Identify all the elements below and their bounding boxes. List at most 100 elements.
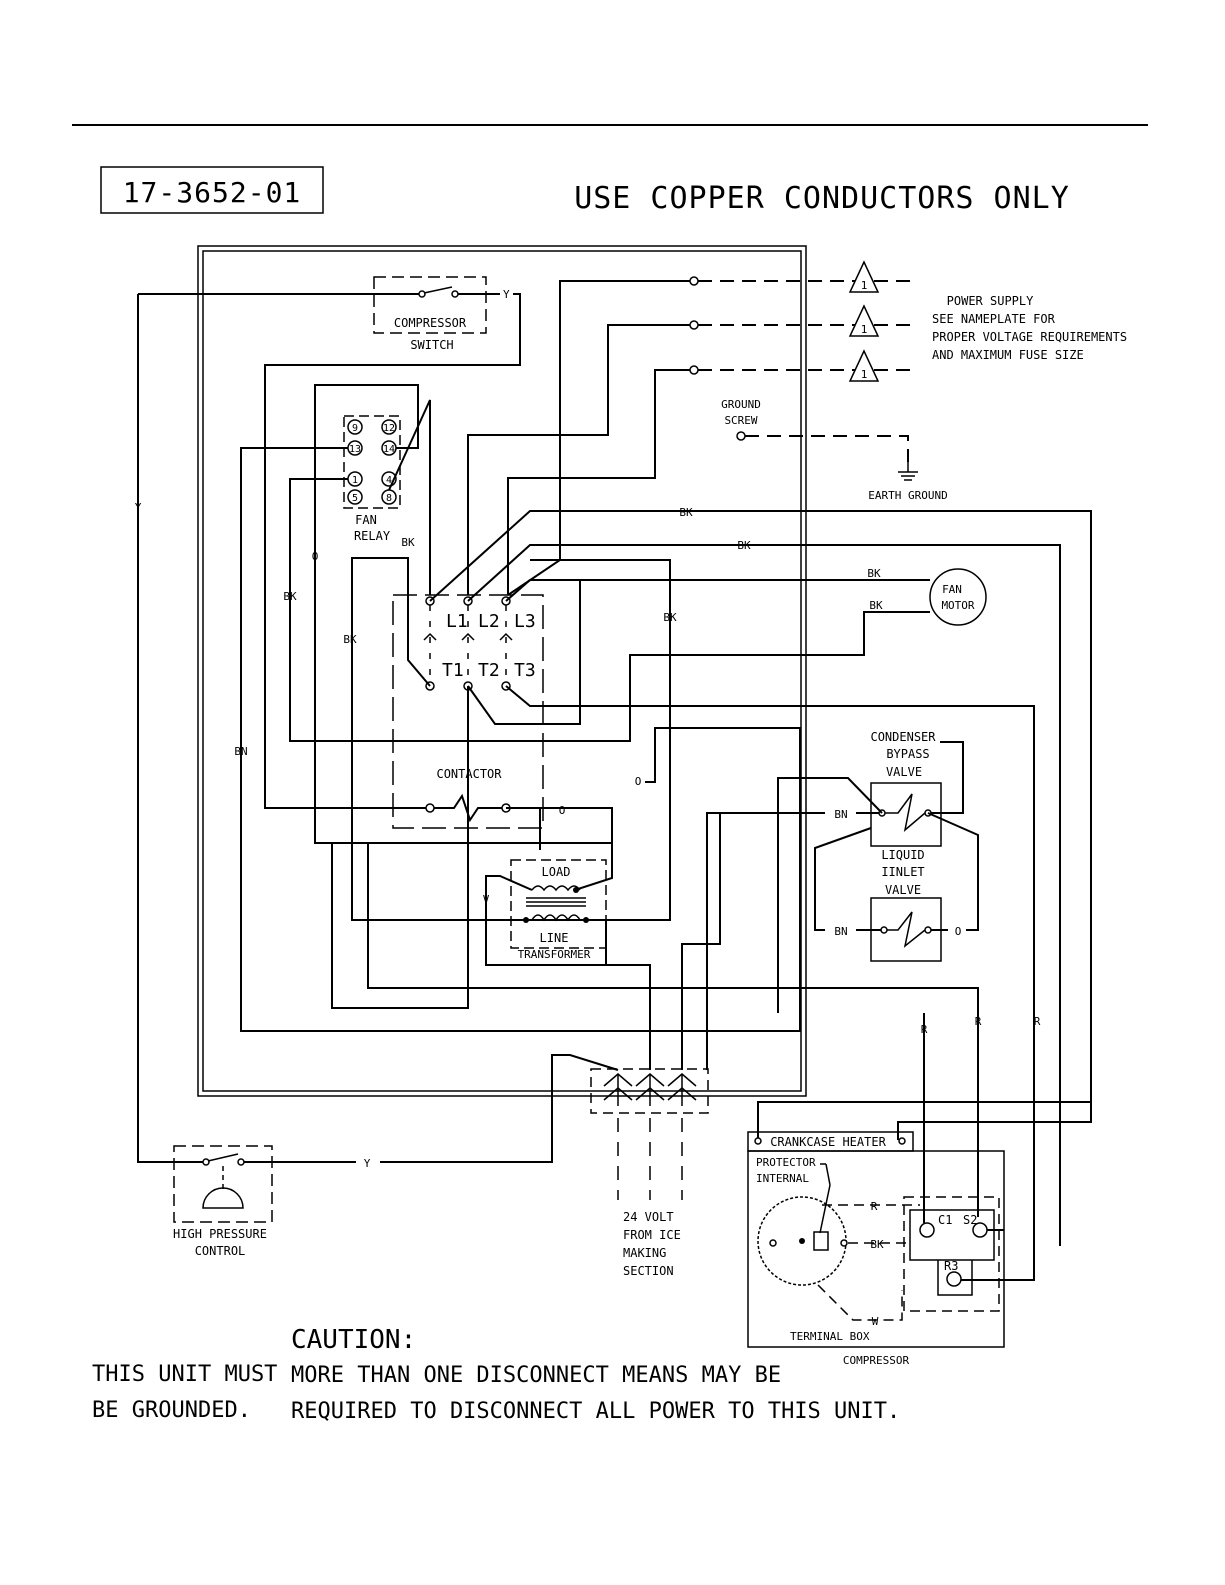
svg-text:BYPASS: BYPASS	[886, 747, 929, 761]
svg-text:1: 1	[861, 323, 868, 336]
svg-text:FROM ICE: FROM ICE	[623, 1228, 681, 1242]
svg-text:CAUTION:: CAUTION:	[291, 1325, 416, 1355]
svg-text:CONTACTOR: CONTACTOR	[436, 767, 502, 781]
grounded-note: THIS UNIT MUST BE GROUNDED.	[92, 1362, 277, 1423]
svg-text:PROPER VOLTAGE REQUIREMENTS: PROPER VOLTAGE REQUIREMENTS	[932, 330, 1127, 344]
svg-text:O: O	[955, 925, 962, 938]
svg-text:O: O	[635, 775, 642, 788]
relay-terminal-12: 12	[381, 419, 397, 435]
svg-text:14: 14	[383, 444, 395, 455]
svg-text:LINE: LINE	[540, 931, 569, 945]
svg-text:24 VOLT: 24 VOLT	[623, 1210, 674, 1224]
svg-text:12: 12	[383, 423, 395, 434]
svg-text:REQUIRED TO DISCONNECT ALL POW: REQUIRED TO DISCONNECT ALL POWER TO THIS…	[291, 1399, 900, 1424]
earth-ground-icon: EARTH GROUND	[868, 462, 948, 502]
power-supply-lines: 1 1 1	[467, 260, 916, 596]
caution-note: CAUTION: MORE THAN ONE DISCONNECT MEANS …	[291, 1325, 900, 1424]
svg-text:LOAD: LOAD	[542, 865, 571, 879]
svg-text:COMPRESSOR: COMPRESSOR	[843, 1354, 910, 1367]
svg-text:Y: Y	[135, 501, 142, 514]
svg-text:L1: L1	[446, 611, 468, 632]
svg-text:T3: T3	[514, 660, 536, 681]
relay-terminal-5: 5	[347, 489, 363, 505]
svg-text:RELAY: RELAY	[354, 529, 391, 543]
supply-marker-1: 1	[848, 260, 880, 293]
svg-text:MORE THAN ONE DISCONNECT MEANS: MORE THAN ONE DISCONNECT MEANS MAY BE	[291, 1363, 781, 1388]
svg-text:R3: R3	[944, 1259, 958, 1273]
svg-text:BK: BK	[867, 567, 881, 580]
svg-text:W: W	[872, 1315, 879, 1328]
svg-text:CRANKCASE HEATER: CRANKCASE HEATER	[770, 1135, 886, 1149]
relay-terminal-1: 1	[347, 471, 363, 487]
fan-relay: 9 12 13 14 1 4 5 8 FAN RELAY	[343, 415, 401, 543]
svg-text:BK: BK	[869, 599, 883, 612]
svg-text:INTERNAL: INTERNAL	[756, 1172, 809, 1185]
svg-text:POWER SUPPLY: POWER SUPPLY	[947, 294, 1034, 308]
svg-text:O: O	[559, 804, 566, 817]
svg-text:MOTOR: MOTOR	[941, 599, 974, 612]
relay-terminal-9: 9	[347, 419, 363, 435]
svg-text:V: V	[483, 893, 490, 906]
svg-text:C1: C1	[938, 1213, 952, 1227]
svg-text:SECTION: SECTION	[623, 1264, 674, 1278]
svg-text:VALVE: VALVE	[885, 883, 921, 897]
svg-text:BK: BK	[343, 633, 357, 646]
svg-text:SEE NAMEPLATE FOR: SEE NAMEPLATE FOR	[932, 312, 1056, 326]
svg-text:SCREW: SCREW	[724, 414, 757, 427]
svg-text:1: 1	[352, 475, 358, 486]
svg-text:TRANSFORMER: TRANSFORMER	[518, 948, 591, 961]
high-pressure-control: HIGH PRESSURE CONTROL Y	[173, 1145, 371, 1258]
relay-terminal-14: 14	[381, 440, 397, 456]
yellow-wire-left	[137, 294, 205, 1163]
svg-text:SWITCH: SWITCH	[410, 338, 453, 352]
svg-text:CONTROL: CONTROL	[195, 1244, 246, 1258]
condenser-bypass-valve: CONDENSER BYPASS VALVE BN	[706, 730, 979, 1070]
svg-text:5: 5	[352, 493, 358, 504]
svg-text:S2: S2	[963, 1213, 977, 1227]
relay-terminal-13: 13	[347, 440, 363, 456]
svg-text:COMPRESSOR: COMPRESSOR	[394, 316, 467, 330]
fan-motor: FAN MOTOR	[929, 568, 987, 626]
svg-text:BK: BK	[663, 611, 677, 624]
svg-text:Y: Y	[364, 1157, 371, 1170]
svg-text:TERMINAL BOX: TERMINAL BOX	[790, 1330, 870, 1343]
compressor-switch: COMPRESSOR SWITCH Y	[138, 276, 521, 809]
svg-text:AND MAXIMUM FUSE SIZE: AND MAXIMUM FUSE SIZE	[932, 348, 1084, 362]
liquid-inlet-valve: LIQUID IINLET VALVE BN O	[814, 827, 962, 962]
svg-text:T2: T2	[478, 660, 500, 681]
supply-marker-3: 1	[848, 349, 880, 382]
part-number-box: 17-3652-01	[100, 166, 324, 214]
svg-text:VALVE: VALVE	[886, 765, 922, 779]
supply-24v-label: 24 VOLT FROM ICE MAKING SECTION	[623, 1210, 681, 1278]
svg-text:Y: Y	[503, 288, 510, 301]
svg-text:8: 8	[386, 493, 392, 504]
svg-text:R: R	[1034, 1015, 1041, 1028]
svg-text:9: 9	[352, 423, 358, 434]
supply-marker-2: 1	[848, 304, 880, 337]
svg-text:L3: L3	[514, 611, 536, 632]
svg-text:BE GROUNDED.: BE GROUNDED.	[92, 1398, 251, 1423]
svg-text:13: 13	[349, 444, 361, 455]
svg-text:PROTECTOR: PROTECTOR	[756, 1156, 816, 1169]
ground-screw: GROUND SCREW	[721, 398, 909, 462]
svg-text:HIGH PRESSURE: HIGH PRESSURE	[173, 1227, 267, 1241]
compressor-assembly: CRANKCASE HEATER PROTECTOR INTERNAL R BK…	[747, 1013, 1091, 1367]
line-transformer: LOAD LINE TRANSFORMER V	[483, 859, 651, 1070]
svg-text:1: 1	[861, 368, 868, 381]
svg-text:BK: BK	[401, 536, 415, 549]
svg-text:4: 4	[386, 475, 392, 486]
svg-text:R: R	[871, 1200, 878, 1213]
svg-text:BK: BK	[679, 506, 693, 519]
part-number: 17-3652-01	[123, 176, 302, 209]
svg-text:L2: L2	[478, 611, 500, 632]
svg-text:BN: BN	[834, 925, 847, 938]
svg-text:LIQUID: LIQUID	[881, 848, 924, 862]
svg-text:R: R	[975, 1015, 982, 1028]
svg-text:BK: BK	[870, 1238, 884, 1251]
svg-text:GROUND: GROUND	[721, 398, 761, 411]
svg-text:1: 1	[861, 279, 868, 292]
control-box-outline	[197, 245, 807, 1097]
terminal-block-24v	[380, 813, 721, 1200]
svg-text:BN: BN	[834, 808, 847, 821]
svg-text:MAKING: MAKING	[623, 1246, 666, 1260]
